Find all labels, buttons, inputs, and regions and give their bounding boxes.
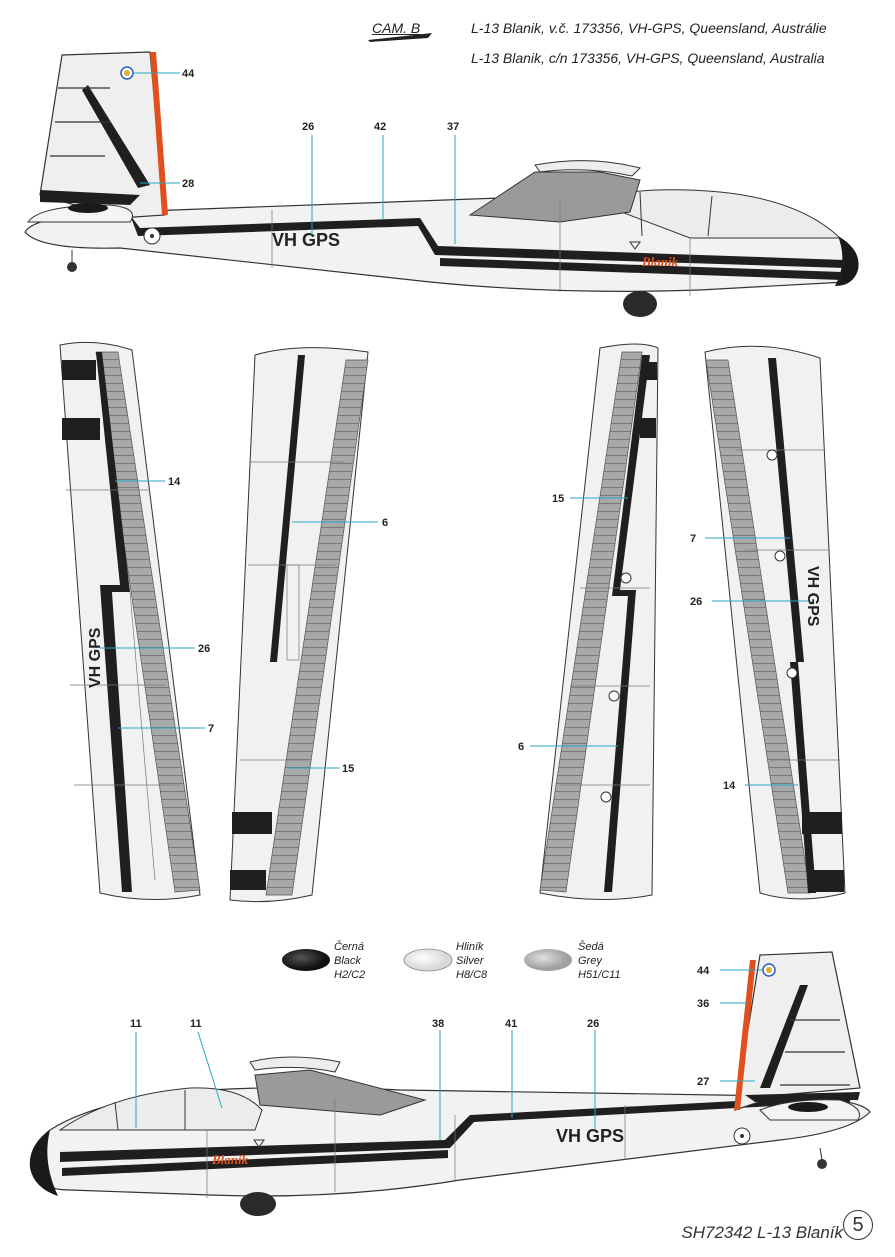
glider-side-view-bottom: Blanik VH GPS 44 36 27 11 11 38 41 26 [29, 951, 871, 1216]
callout-bottom-26: 26 [587, 1018, 599, 1030]
registration-bottom: VH GPS [556, 1126, 624, 1146]
paint-legend [282, 948, 572, 972]
callout-top-42: 42 [374, 121, 386, 133]
registration-top: VH GPS [272, 230, 340, 250]
swatch-black [282, 949, 330, 971]
wing-lower-left-planform: 6 15 [229, 347, 388, 903]
title-czech: L-13 Blanik, v.č. 173356, VH-GPS, Queens… [471, 20, 827, 36]
callout-wing4-26: 26 [690, 596, 702, 608]
callout-wing1-7: 7 [208, 723, 214, 735]
callout-bottom-27: 27 [697, 1076, 709, 1088]
callout-top-28: 28 [182, 178, 194, 190]
page-number: 5 [843, 1210, 873, 1240]
callout-bottom-11a: 11 [130, 1018, 142, 1030]
callout-top-44: 44 [182, 68, 195, 80]
callout-wing3-6: 6 [518, 741, 524, 753]
camo-underline [368, 33, 432, 42]
registration-wing4: VH GPS [804, 566, 821, 627]
product-code: SH72342 L-13 Blaník [681, 1223, 843, 1242]
callout-wing2-6: 6 [382, 517, 388, 529]
callout-bottom-36: 36 [697, 998, 709, 1010]
swatch-grey [524, 949, 572, 971]
wing-upper-left-planform: VH GPS 14 26 7 [59, 341, 214, 901]
glider-side-view-top: Blanik VH GPS 44 28 26 42 37 [24, 51, 859, 317]
callout-wing4-14: 14 [723, 780, 736, 792]
title-english: L-13 Blanik, c/n 173356, VH-GPS, Queensl… [471, 50, 825, 66]
callout-top-26: 26 [302, 121, 314, 133]
callout-top-37: 37 [447, 121, 459, 133]
callout-wing1-14: 14 [168, 476, 181, 488]
swatch-silver [403, 948, 453, 972]
callout-wing3-15: 15 [552, 493, 564, 505]
callout-bottom-44: 44 [697, 965, 710, 977]
wing-lower-right-planform: 15 6 [518, 343, 659, 901]
blanik-logo-bottom: Blanik [211, 1152, 249, 1167]
callout-bottom-11b: 11 [190, 1018, 202, 1030]
blanik-logo-top: Blanik [641, 254, 679, 269]
callout-wing1-26: 26 [198, 643, 210, 655]
wing-upper-right-planform: VH GPS 7 26 14 [690, 345, 846, 900]
callout-wing2-15: 15 [342, 763, 354, 775]
callout-bottom-38: 38 [432, 1018, 444, 1030]
camouflage-scheme-label: CAM. B [372, 20, 421, 36]
callout-bottom-41: 41 [505, 1018, 517, 1030]
registration-wing1: VH GPS [87, 627, 104, 688]
callout-wing4-7: 7 [690, 533, 696, 545]
